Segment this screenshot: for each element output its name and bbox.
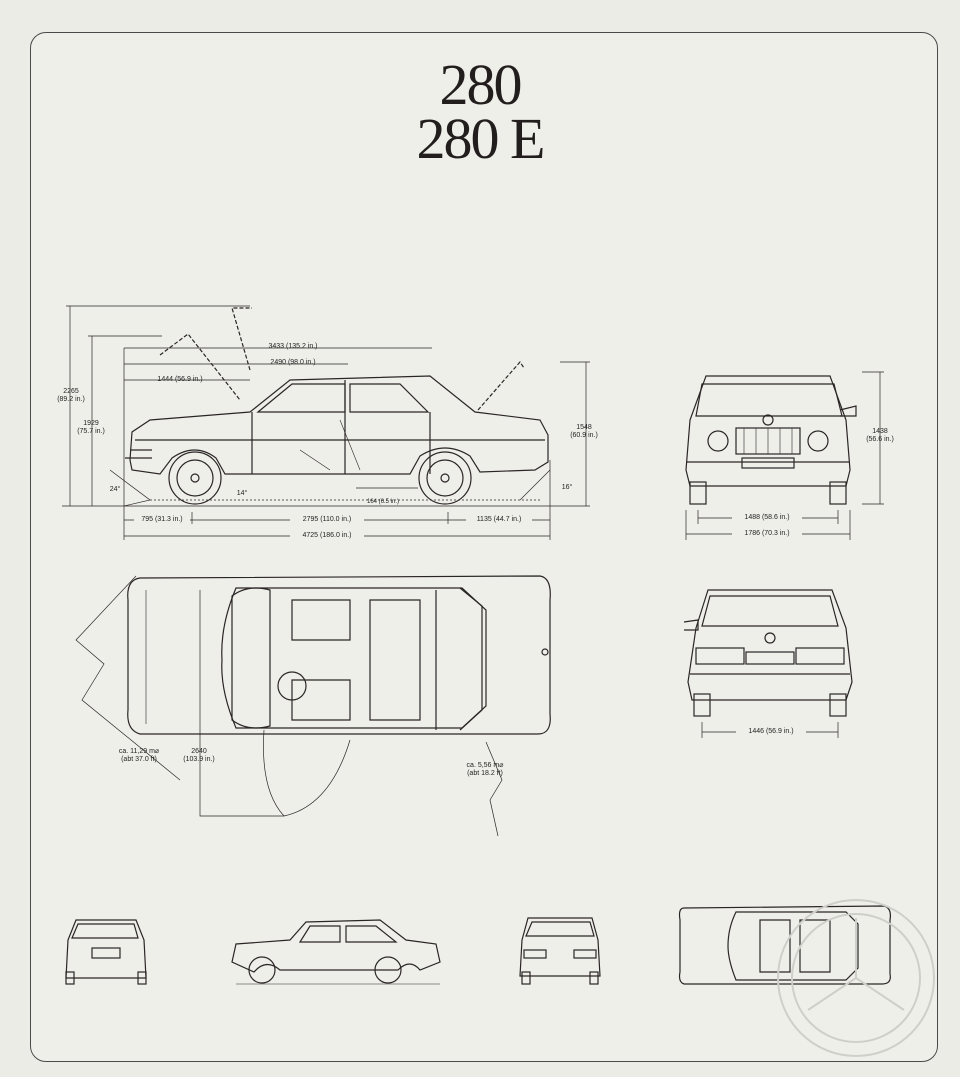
dim-turning-circle: ca. 11,29 m⌀ (abt 37.0 ft) <box>118 748 160 763</box>
dim-rear-track: 1446 (56.9 in.) <box>736 728 806 736</box>
model-title-280e: 280 E <box>416 106 546 171</box>
dim-door-swing: 2640 (103.9 in.) <box>183 748 215 763</box>
side-view-car <box>125 307 549 505</box>
watermark-seal <box>777 899 935 1057</box>
dim-width: 1786 (70.3 in.) <box>732 530 802 538</box>
dim-ground-clearance: 164 (6.5 in.) <box>366 499 400 505</box>
dim-front-height: 1438 (56.6 in.) <box>866 428 894 443</box>
top-view-car <box>127 575 551 735</box>
thumbnail-top <box>678 905 891 985</box>
dim-1444: 1444 (56.9 in.) <box>157 376 203 383</box>
rear-view-car <box>683 589 853 717</box>
side-view-dimension-lines <box>62 305 590 540</box>
front-view-dimension-lines <box>685 371 884 540</box>
top-view-turning-lines <box>75 575 503 837</box>
front-view-car <box>685 375 857 505</box>
dim-height: 1929 (75.7 in.) <box>77 420 105 435</box>
dim-curb-circle: ca. 5,56 m⌀ (abt 18.2 ft) <box>466 762 504 777</box>
dim-rear-overhang: 1135 (44.7 in.) <box>466 516 532 524</box>
dim-length: 4725 (186.0 in.) <box>290 532 364 540</box>
thumbnail-rear <box>519 917 601 985</box>
dim-wheelbase: 2795 (110.0 in.) <box>290 516 364 524</box>
dim-angle-mid: 14° <box>236 490 248 497</box>
dim-angle-rear: 16° <box>561 484 573 491</box>
dim-overall-height: 2265 (89.2 in.) <box>57 388 85 403</box>
dim-2490: 2490 (98.0 in.) <box>270 359 316 366</box>
dim-front-track: 1488 (58.6 in.) <box>732 514 802 522</box>
thumbnail-side <box>231 919 441 985</box>
thumbnail-front <box>65 919 147 985</box>
dim-roof-height: 1548 (60.9 in.) <box>570 424 598 439</box>
dim-front-overhang: 795 (31.3 in.) <box>134 516 190 524</box>
page-frame <box>30 32 938 1062</box>
model-title-280: 280 <box>439 52 523 117</box>
dim-3433: 3433 (135.2 in.) <box>268 343 318 350</box>
dim-angle-front: 24° <box>109 486 121 493</box>
